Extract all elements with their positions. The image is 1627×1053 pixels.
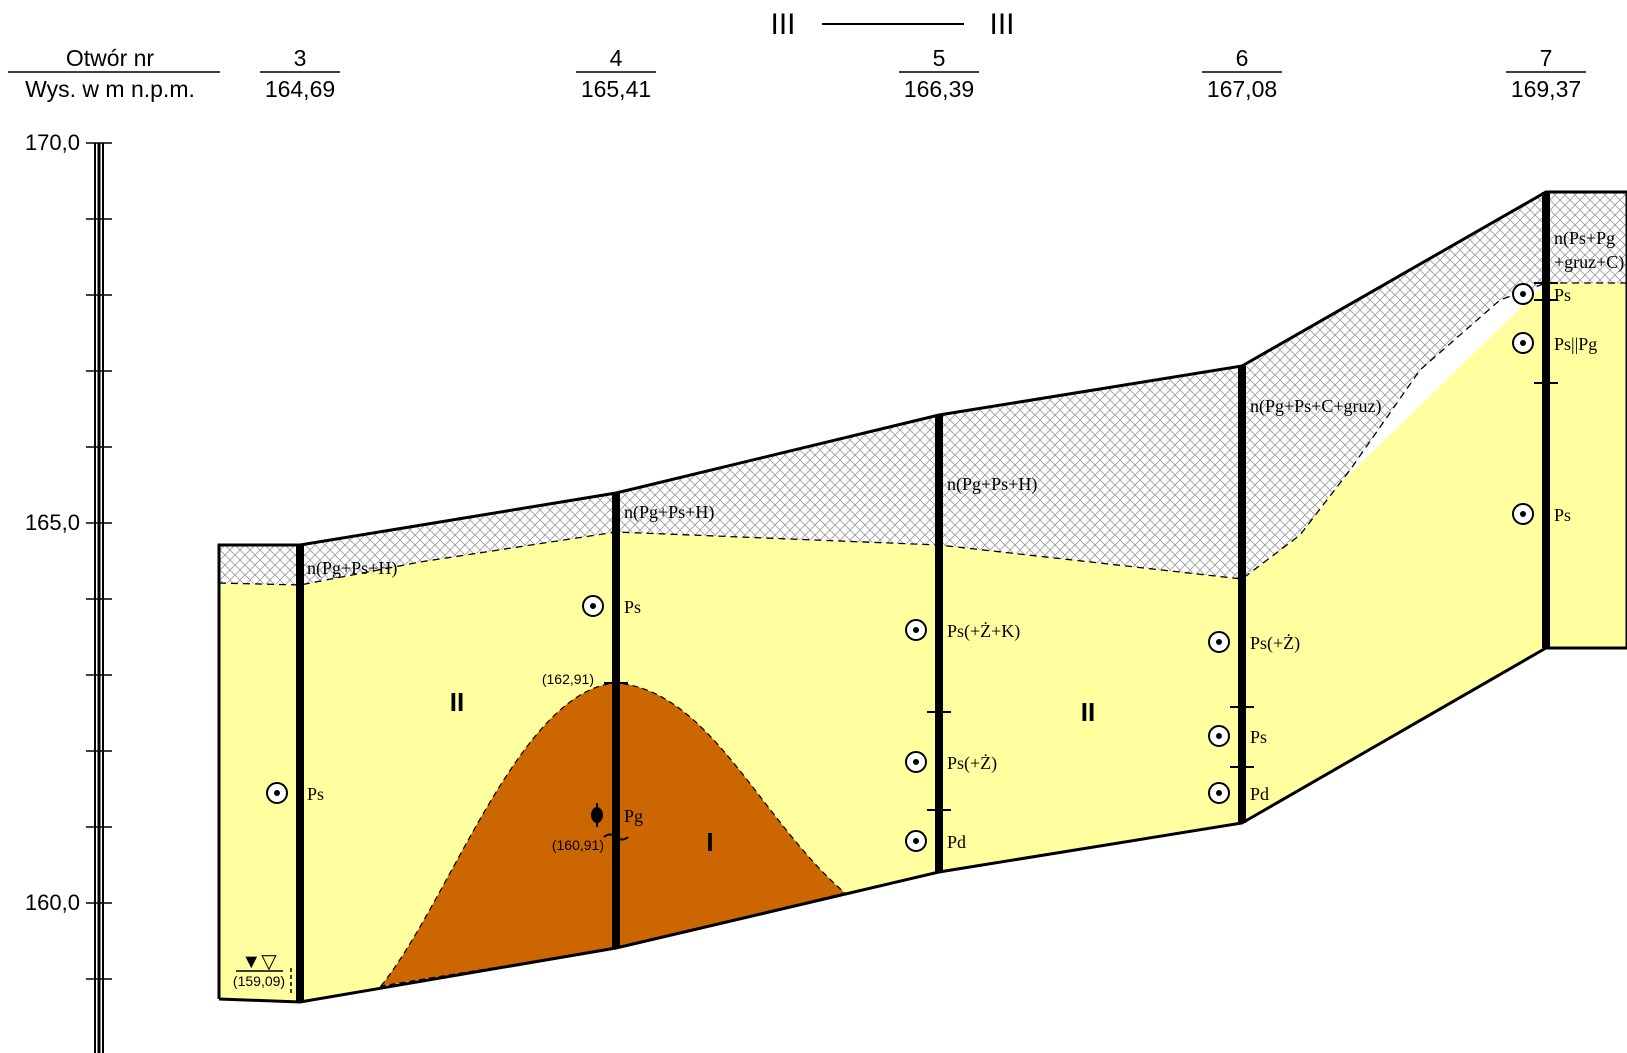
fill-boundary [218, 282, 1627, 586]
layer-label: Pd [1250, 784, 1269, 804]
layer-label: n(Pg+Ps+H) [307, 558, 397, 579]
borehole-header-7: 7 169,37 [1506, 45, 1586, 102]
scale-label-165: 165,0 [25, 510, 80, 535]
borehole-elevation: 167,08 [1207, 76, 1277, 102]
clay-top-elevation: (162,91) [542, 671, 594, 687]
layer-label: Ps(+Ż+K) [947, 621, 1020, 642]
sand-layer [219, 283, 1627, 1002]
layer-label: n(Pg+Ps+H) [947, 474, 1037, 495]
moisture-symbols [266, 283, 1534, 852]
groundwater-marker: ▼▽ (159,09) [233, 951, 292, 994]
layer-label: Ps [1250, 727, 1267, 747]
zone-label-II: II [1081, 697, 1095, 727]
layer-label: n(Pg+Ps+H) [624, 502, 714, 523]
layer-label: Ps||Pg [1554, 334, 1597, 354]
header-label-elevation: Wys. w m n.p.m. [25, 76, 195, 102]
borehole-header-5: 5 166,39 [899, 45, 979, 102]
layer-label: n(Ps+Pg [1554, 228, 1615, 249]
zone-label-I: I [706, 827, 713, 857]
layer-label: n(Pg+Ps+C+gruz) [1250, 396, 1381, 417]
layer-label: Ps(+Ż) [947, 753, 997, 774]
borehole-id: 6 [1236, 45, 1249, 71]
layer-label: Pd [947, 832, 966, 852]
layer-label: +gruz+C) [1554, 252, 1624, 273]
plastic-clay-symbol [591, 803, 603, 827]
borehole-header-4: 4 165,41 [576, 45, 656, 102]
borehole-elevation: 166,39 [904, 76, 974, 102]
scale-label-160: 160,0 [25, 890, 80, 915]
fill-layer [219, 192, 1627, 585]
borehole-elevation: 165,41 [581, 76, 651, 102]
layer-label: Ps(+Ż) [1250, 633, 1300, 654]
borehole-elevation: 169,37 [1511, 76, 1581, 102]
borehole-id: 7 [1540, 45, 1553, 71]
water-level-elevation: (159,09) [233, 973, 285, 989]
clay-bottom-elevation: (160,91) [552, 837, 604, 853]
layer-label: Ps [1554, 505, 1571, 525]
section-mark-left: III [770, 8, 795, 41]
scale-label-170: 170,0 [25, 130, 80, 155]
section-bottom [218, 646, 1547, 1004]
header-label-borehole: Otwór nr [66, 45, 155, 71]
layer-label: Pg [624, 806, 643, 826]
borehole-id: 4 [610, 45, 623, 71]
layer-label: Ps [1554, 285, 1571, 305]
water-level-icon: ▼▽ [241, 951, 277, 973]
ground-surface [217, 190, 1627, 999]
layer-label: Ps [307, 784, 324, 804]
elevation-scale: 170,0 165,0 160,0 [25, 130, 112, 1053]
borehole-id: 3 [294, 45, 307, 71]
layer-boundary-ticks [604, 282, 1558, 811]
wavy-mark [603, 833, 629, 841]
borehole-elevation: 164,69 [265, 76, 335, 102]
layer-label: Ps [624, 597, 641, 617]
borehole-header-3: 3 164,69 [260, 45, 340, 102]
borehole-header-6: 6 167,08 [1202, 45, 1282, 102]
section-mark-right: III [989, 8, 1014, 41]
layer-labels: n(Pg+Ps+H) n(Pg+Ps+H) n(Pg+Ps+H) n(Pg+Ps… [307, 228, 1624, 852]
borehole-id: 5 [933, 45, 946, 71]
zone-label-II: II [450, 687, 464, 717]
